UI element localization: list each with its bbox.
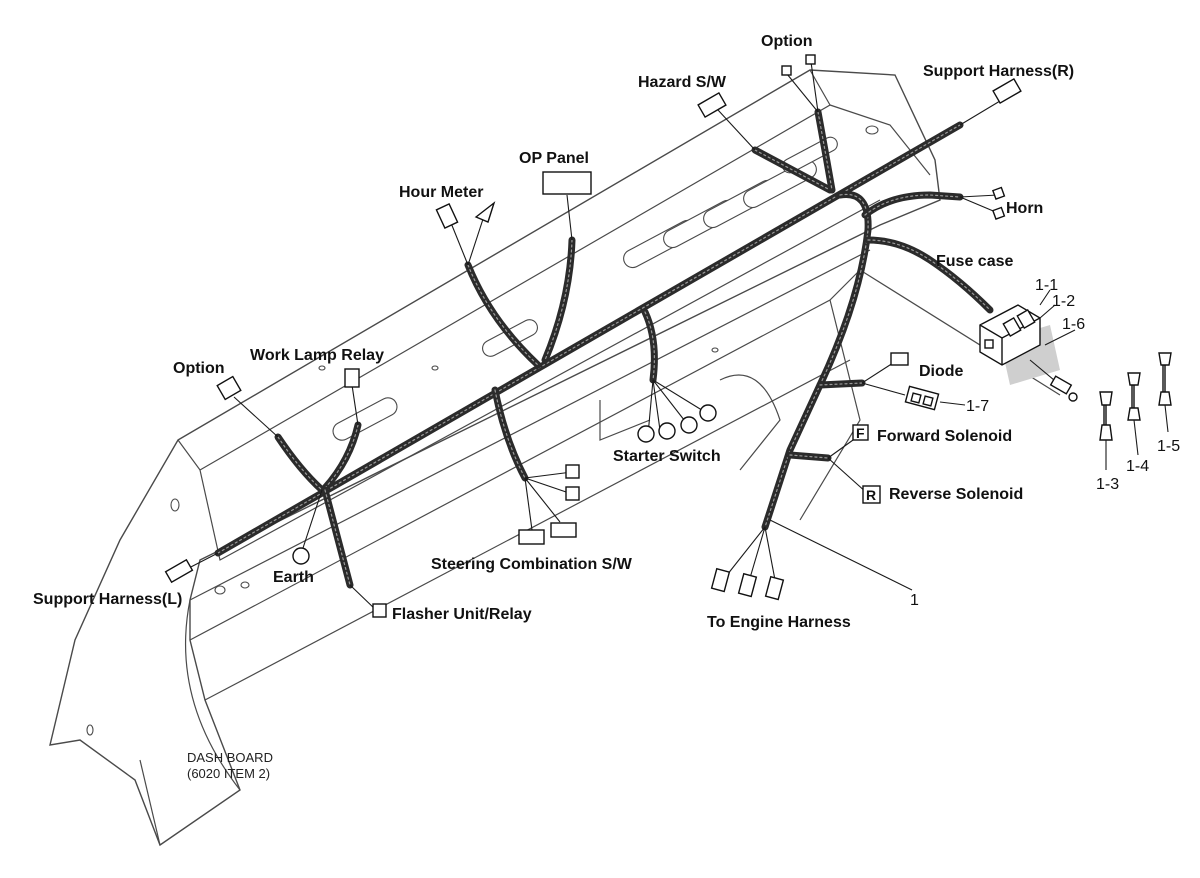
label-dash-board-item: (6020 ITEM 2)	[187, 766, 270, 781]
part-number-1-1: 1-1	[1035, 277, 1058, 294]
steering-connector-4	[550, 522, 577, 538]
op-panel-connector	[542, 171, 592, 195]
engine-connector-3	[764, 575, 785, 601]
thin-wires	[184, 61, 1006, 611]
connectors	[164, 54, 1172, 618]
support-harness-l-connector	[164, 558, 194, 584]
label-option-top: Option	[761, 33, 813, 50]
label-to-engine-harness: To Engine Harness	[707, 614, 851, 631]
label-dash-board: DASH BOARD	[187, 750, 273, 765]
fuse-part-1-3	[1099, 391, 1113, 441]
fuse-part-1-4	[1127, 372, 1141, 421]
label-starter-switch: Starter Switch	[613, 448, 721, 465]
leader-lines	[769, 289, 1169, 591]
part-number-1: 1	[910, 592, 919, 609]
option-top-connector-2	[805, 54, 816, 65]
fuse-case	[979, 304, 1078, 402]
label-horn: Horn	[1006, 200, 1043, 217]
reverse-solenoid-connector	[862, 485, 881, 504]
option-top-connector-1	[781, 65, 792, 76]
label-hour-meter: Hour Meter	[399, 184, 483, 201]
label-forward-solenoid: Forward Solenoid	[877, 428, 1012, 445]
label-work-lamp-relay: Work Lamp Relay	[250, 347, 384, 364]
labels: Option Support Harness(R) Hazard S/W OP …	[33, 33, 1180, 781]
steering-connector-1	[565, 464, 580, 479]
horn-connector-1	[991, 186, 1006, 200]
label-diode: Diode	[919, 363, 964, 380]
diode-connector-top	[890, 352, 909, 366]
engine-connector-2	[737, 572, 758, 598]
flasher-unit-connector	[372, 603, 387, 618]
option-left-connector	[216, 375, 242, 401]
forward-solenoid-letter: F	[856, 425, 865, 441]
part-number-1-7: 1-7	[966, 398, 989, 415]
starter-terminal-1	[637, 425, 655, 443]
work-lamp-relay-connector	[344, 368, 360, 388]
forward-solenoid-connector	[852, 424, 869, 441]
starter-terminal-2	[658, 422, 676, 440]
label-hazard-sw: Hazard S/W	[638, 74, 727, 91]
part-number-1-5: 1-5	[1157, 438, 1180, 455]
engine-connector-1	[710, 567, 731, 593]
label-option-left: Option	[173, 360, 225, 377]
label-steering-combination-sw: Steering Combination S/W	[431, 556, 633, 573]
steering-connector-3	[518, 529, 545, 545]
hour-meter-connector-2	[474, 201, 496, 223]
main-harness	[214, 108, 994, 589]
fuse-part-1-5	[1158, 352, 1172, 406]
earth-terminal	[292, 547, 310, 565]
support-harness-r-connector	[992, 77, 1022, 105]
starter-terminal-3	[680, 416, 698, 434]
starter-terminal-4	[699, 404, 717, 422]
diode-plug	[904, 385, 940, 411]
part-number-1-4: 1-4	[1126, 458, 1149, 475]
part-number-1-3: 1-3	[1096, 476, 1119, 493]
label-fuse-case: Fuse case	[936, 253, 1013, 270]
hazard-sw-connector	[697, 91, 727, 119]
part-number-1-2: 1-2	[1052, 293, 1075, 310]
label-op-panel: OP Panel	[519, 150, 589, 167]
part-number-1-6: 1-6	[1062, 316, 1085, 333]
label-support-harness-r: Support Harness(R)	[923, 63, 1074, 80]
label-flasher-unit-relay: Flasher Unit/Relay	[392, 606, 532, 623]
steering-connector-2	[565, 486, 580, 501]
label-earth: Earth	[273, 569, 314, 586]
label-support-harness-l: Support Harness(L)	[33, 591, 182, 608]
hour-meter-connector	[435, 203, 459, 229]
horn-connector-2	[991, 206, 1006, 220]
reverse-solenoid-letter: R	[866, 487, 876, 503]
label-reverse-solenoid: Reverse Solenoid	[889, 486, 1023, 503]
